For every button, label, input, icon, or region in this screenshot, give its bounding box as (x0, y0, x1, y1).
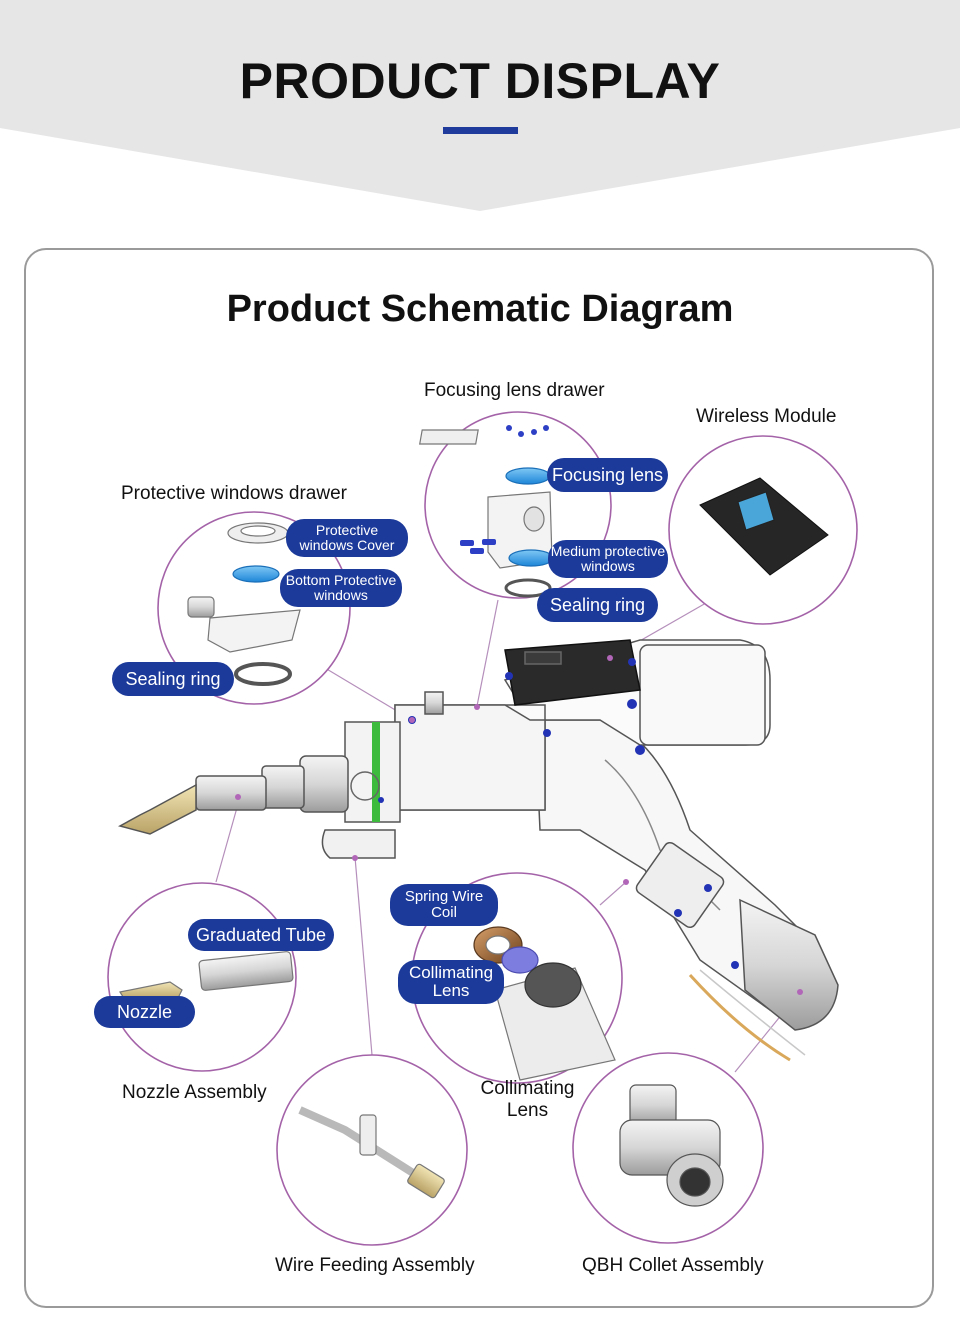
pill-sealing-ring-focus: Sealing ring (537, 588, 658, 622)
callout-dots (235, 655, 803, 995)
label-collimating-lens: Collimating Lens (480, 1078, 575, 1121)
pill-medium-protective-windows: Medium protective windows (548, 540, 668, 578)
header-banner (0, 0, 960, 212)
label-protective-windows-drawer: Protective windows drawer (121, 483, 347, 504)
pill-spring-wire-coil: Spring Wire Coil (390, 884, 498, 926)
collimating-lens-parts (473, 926, 616, 1081)
wireless-module-part (699, 477, 829, 576)
protective-windows-circle (157, 511, 351, 705)
protective-windows-parts (187, 522, 301, 686)
pill-collimating-lens: Collimating Lens (398, 960, 504, 1004)
title-underline (443, 127, 518, 134)
diagram-title: Product Schematic Diagram (226, 288, 734, 330)
pill-graduated-tube: Graduated Tube (188, 919, 334, 951)
nozzle-assembly-parts (119, 951, 294, 1001)
page-title: PRODUCT DISPLAY (239, 53, 721, 109)
focusing-lens-parts (419, 425, 554, 598)
label-focusing-lens-drawer: Focusing lens drawer (424, 380, 605, 401)
label-qbh-collet-assembly: QBH Collet Assembly (582, 1255, 764, 1276)
label-wire-feeding-assembly: Wire Feeding Assembly (275, 1255, 475, 1276)
pill-nozzle: Nozzle (94, 996, 195, 1028)
pill-sealing-ring-protective: Sealing ring (112, 662, 234, 696)
label-wireless-module: Wireless Module (696, 406, 837, 427)
pill-protective-windows-cover: Protective windows Cover (286, 519, 408, 557)
wire-feeding-part (298, 1106, 445, 1199)
label-nozzle-assembly: Nozzle Assembly (122, 1082, 267, 1103)
welding-gun-body (118, 639, 839, 1062)
pill-focusing-lens: Focusing lens (547, 458, 668, 492)
qbh-collet-part (619, 1084, 724, 1207)
pill-bottom-protective-windows: Bottom Protective windows (280, 569, 402, 607)
